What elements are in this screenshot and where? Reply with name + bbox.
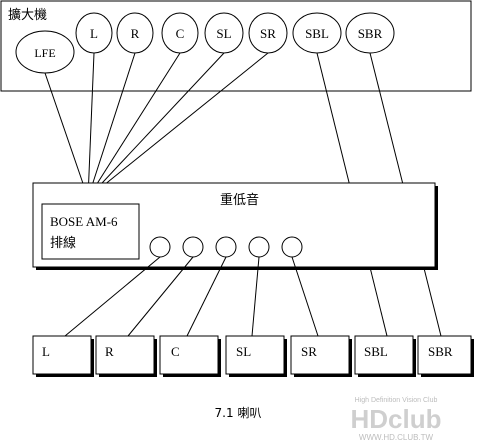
jack-sl	[248, 236, 270, 258]
speaker-sbl-label: SBL	[364, 344, 388, 359]
input-panel-cable: 排線	[50, 235, 76, 251]
channel-sl-label: SL	[216, 26, 231, 41]
diagram-caption: 7.1 喇叭	[215, 405, 262, 420]
speaker-l-label: L	[42, 344, 50, 359]
jack-to-speaker-wires	[64, 256, 319, 337]
speaker-sbl	[354, 335, 414, 375]
speaker-row: L R C SL SR SBL SBR	[32, 335, 474, 377]
speaker-c	[159, 335, 219, 375]
amplifier-title: 擴大機	[8, 7, 47, 23]
watermark-url: WWW.HD.CLUB.TW	[359, 433, 434, 442]
jack-sr	[281, 236, 303, 258]
input-panel	[41, 203, 140, 260]
channel-c-label: C	[176, 26, 185, 41]
channel-sbl-label: SBL	[305, 26, 329, 41]
speaker-sbr	[417, 335, 472, 375]
channel-l-label: L	[90, 26, 98, 41]
channel-r-label: R	[131, 26, 140, 41]
speaker-sr	[290, 335, 350, 375]
jack-c	[215, 236, 237, 258]
speaker-sl-label: SL	[236, 344, 251, 359]
hdclub-watermark: High Definition Vision Club HDclub WWW.H…	[351, 397, 442, 442]
speaker-sbr-label: SBR	[428, 344, 453, 359]
channel-sr-label: SR	[260, 26, 276, 41]
input-panel-model: BOSE AM-6	[50, 214, 118, 229]
speaker-r	[95, 335, 155, 375]
amp-to-sub-wires	[44, 52, 269, 199]
watermark-tagline: High Definition Vision Club	[355, 397, 438, 404]
speaker-sl	[225, 335, 285, 375]
speaker-l	[32, 335, 92, 375]
speaker-c-label: C	[171, 344, 180, 359]
channel-lfe-label: LFE	[34, 46, 55, 60]
speaker-sr-label: SR	[301, 344, 317, 359]
watermark-brand: HDclub	[351, 404, 442, 434]
jack-l	[149, 236, 171, 258]
subwoofer-title: 重低音	[220, 192, 259, 208]
channel-sbr-label: SBR	[358, 26, 383, 41]
output-jacks	[149, 236, 303, 258]
speaker-r-label: R	[105, 344, 114, 359]
jack-r	[182, 236, 204, 258]
